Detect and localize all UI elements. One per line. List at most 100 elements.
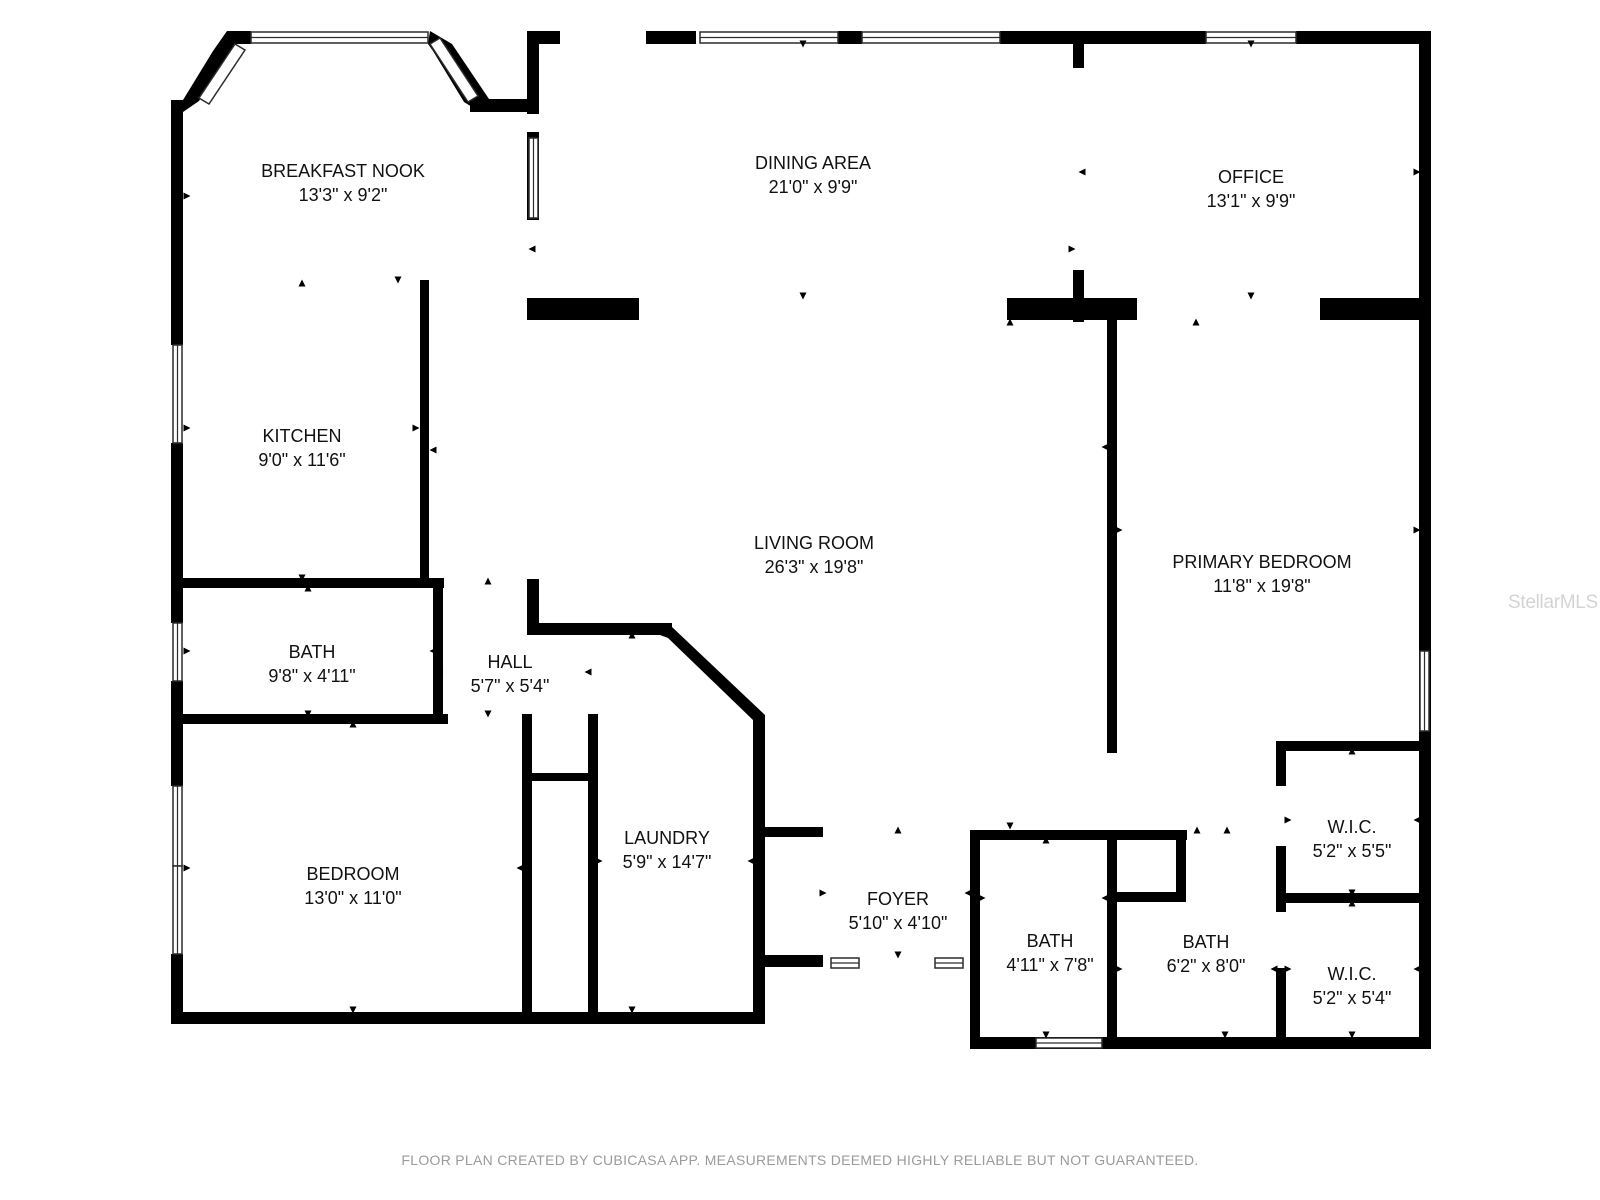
dimension-tick [628,631,636,639]
wall-segment [1107,892,1184,902]
room-dims-dining-area: 21'0" x 9'9" [768,177,858,197]
room-dims-breakfast-nook: 13'3" x 9'2" [298,185,388,205]
dimension-tick [799,292,807,300]
dimension-tick [183,647,191,655]
wall-segment [420,280,429,581]
dimension-tick [595,857,603,865]
wall-segment [527,298,639,320]
wall-segment [838,31,862,44]
dimension-tick [1284,965,1292,973]
dimension-tick [528,245,536,253]
wall-segment [1107,320,1117,753]
dimension-tick [304,710,312,718]
dimension-tick [1192,318,1200,326]
wall-segment [753,827,823,837]
wall-segment [1000,31,1206,44]
wall-segment [818,827,823,837]
dimension-tick [1078,168,1086,176]
wall-segment [1419,31,1431,1049]
wall-segment [1276,741,1286,786]
windows [172,31,1430,1049]
room-dims-foyer: 5'10" x 4'10" [848,913,948,933]
dimension-tick [628,1006,636,1014]
dimension-tick [1348,899,1356,907]
dimension-tick [484,710,492,718]
room-name-foyer: FOYER [866,889,930,909]
dimension-tick [298,279,306,287]
dimension-tick [349,720,357,728]
wall-segment [1107,830,1117,1049]
room-dims-bath: 4'11" x 7'8" [1006,955,1094,975]
dimension-tick [1413,965,1421,973]
dimension-tick [1413,526,1421,534]
dimension-tick [349,1006,357,1014]
wall-segment [171,578,444,588]
wall-segment [753,955,823,967]
room-dims-primary-bedroom: 11'8" x 19'8" [1213,576,1311,596]
wall-segment [527,579,539,635]
room-name-primary-bedroom: PRIMARY BEDROOM [1172,552,1352,572]
room-dims-living-room: 26'3" x 19'8" [764,557,864,577]
dimension-tick [1247,40,1255,48]
bay-window-left [197,42,247,106]
room-dims-office: 13'1" x 9'9" [1206,191,1296,211]
dimension-tick [412,424,420,432]
room-name-breakfast-nook: BREAKFAST NOOK [261,161,425,181]
room-name-wic: W.I.C. [1327,964,1377,984]
dimension-tick [304,584,312,592]
room-dims-laundry: 5'9" x 14'7" [622,852,712,872]
room-name-hall: HALL [487,652,533,672]
dimension-tick [584,668,592,676]
dimension-tick [1247,292,1255,300]
room-dims-kitchen: 9'0" x 11'6" [258,450,346,470]
room-name-office: OFFICE [1218,167,1284,187]
room-name-kitchen: KITCHEN [262,426,342,446]
wall-segment [527,31,539,114]
wall-segment [1073,44,1084,68]
wall-segment [171,954,183,1023]
dimension-tick [1193,826,1201,834]
wall-segment [1320,298,1431,320]
dimension-tick [429,446,437,454]
dimension-tick [298,574,306,582]
dimension-tick [1006,822,1014,830]
room-dims-hall: 5'7" x 5'4" [470,676,550,696]
dimension-tick [1413,168,1421,176]
wall-segment [1276,968,1286,1049]
room-name-bath: BATH [288,642,336,662]
dimension-tick [1101,443,1109,451]
dimension-tick [978,894,986,902]
room-name-bath: BATH [1026,931,1074,951]
dimension-tick [1042,836,1050,844]
room-name-laundry: LAUNDRY [624,828,710,848]
wall-segment [1296,31,1430,44]
wall-segment [1276,893,1431,903]
dimension-tick [1348,747,1356,755]
dimension-tick [894,951,902,959]
dimension-tick [484,577,492,585]
dimension-tick [964,889,972,897]
dimension-tick [516,864,524,872]
wall-segment [970,830,1187,840]
watermark: StellarMLS [1508,592,1598,613]
wall-segment [753,715,765,1024]
dimension-tick [1413,816,1421,824]
wall-segment [970,830,980,1049]
wall-segment [1073,270,1084,322]
dimension-tick [183,424,191,432]
dimension-tick [429,647,437,655]
dimension-tick [1006,318,1014,326]
room-dims-wic: 5'2" x 5'5" [1312,841,1392,861]
laundry-diagonal-wall [660,623,765,727]
dimension-tick [394,276,402,284]
wall-segment [171,1012,760,1024]
dimension-tick [1101,894,1109,902]
room-dims-wic: 5'2" x 5'4" [1312,988,1392,1008]
dimension-tick [436,668,444,676]
dimension-tick [799,40,807,48]
dimension-tick [1068,245,1076,253]
room-name-living-room: LIVING ROOM [753,533,875,553]
wall-segment [588,714,598,1024]
room-dims-bath: 9'8" x 4'11" [268,666,356,686]
